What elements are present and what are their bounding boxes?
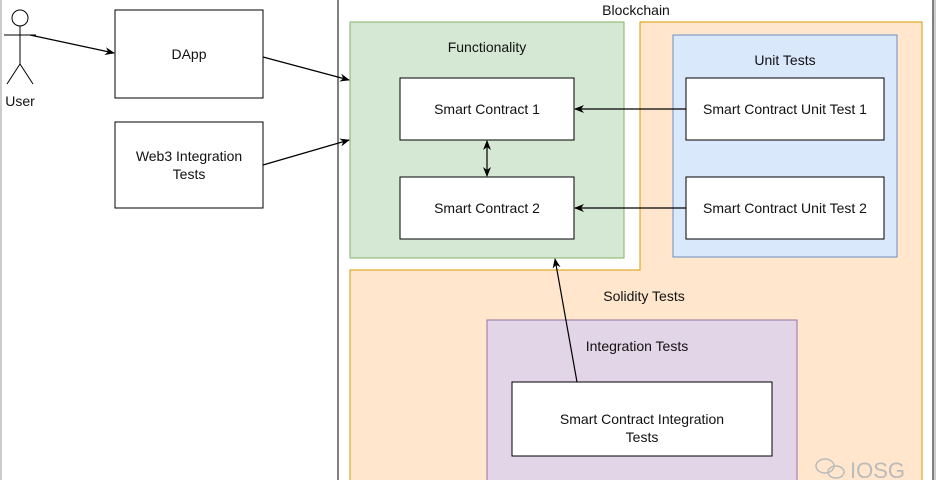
blockchain-label: Blockchain	[602, 2, 670, 18]
web3-tests-box[interactable]	[114, 121, 264, 209]
unit-test-1-label: Smart Contract Unit Test 1	[703, 101, 867, 117]
web3-tests-line1: Web3 Integration	[136, 148, 242, 164]
user-actor-icon	[4, 9, 36, 85]
wechat-watermark-icon	[815, 458, 845, 479]
arrow-integration-to-functionality	[552, 258, 578, 383]
integration-test-line2: Tests	[626, 429, 659, 445]
smart-contract-2-label: Smart Contract 2	[434, 200, 540, 216]
unit-tests-label: Unit Tests	[754, 52, 815, 68]
smart-contract-1[interactable]	[399, 77, 575, 141]
unit-test-2[interactable]	[685, 176, 885, 240]
smart-contract-1-label: Smart Contract 1	[434, 101, 540, 117]
watermark-text: IOSG	[850, 458, 905, 480]
arrow-dapp-to-functionality	[262, 56, 350, 82]
integration-tests-label: Integration Tests	[586, 338, 688, 354]
smart-contract-2[interactable]	[399, 176, 575, 240]
dapp-label: DApp	[171, 46, 206, 62]
unit-test-1[interactable]	[685, 77, 885, 141]
web3-tests-line2: Tests	[173, 166, 206, 182]
unit-test-2-label: Smart Contract Unit Test 2	[703, 200, 867, 216]
arrow-user-to-dapp	[29, 34, 115, 56]
functionality-label: Functionality	[448, 39, 527, 55]
integration-test-box[interactable]	[511, 381, 773, 457]
integration-test-line1: Smart Contract Integration	[560, 411, 724, 427]
user-label: User	[5, 93, 35, 109]
dapp-box[interactable]	[114, 9, 264, 99]
arrow-web3-to-functionality	[262, 138, 350, 166]
solidity-tests-label: Solidity Tests	[603, 288, 684, 304]
